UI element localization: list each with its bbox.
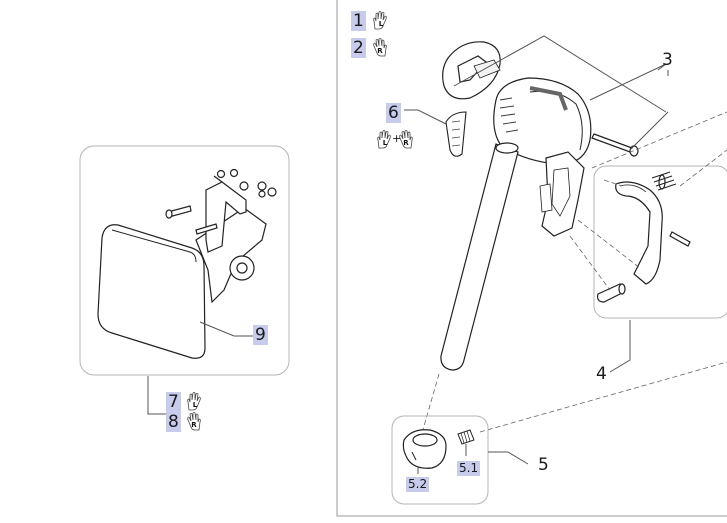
- callout-7: 7: [166, 392, 181, 412]
- main-frame: [336, 0, 727, 517]
- leader-5: [488, 451, 529, 465]
- part5-panel: [391, 415, 489, 505]
- callout-1: 1: [351, 11, 366, 31]
- left-hand-icon: L: [187, 392, 201, 411]
- knob-drawing: [402, 429, 447, 469]
- left-hand-icon: L: [373, 11, 387, 30]
- right-hand-icon: R: [187, 412, 201, 431]
- callout-2: 2: [351, 38, 366, 58]
- svg-text:R: R: [377, 47, 383, 55]
- plus-sign: +: [392, 132, 402, 145]
- dashed-lines: [419, 111, 727, 441]
- callout-5-1: 5.1: [457, 461, 481, 476]
- headrest-panel: [79, 145, 290, 376]
- leader-lines-upper: [404, 35, 669, 151]
- bracket-7-8: [147, 376, 166, 415]
- left-hand-icon: L: [377, 130, 391, 149]
- leader-9: [199, 321, 255, 337]
- right-hand-icon: R: [399, 130, 413, 149]
- lever-drawing: [597, 171, 691, 303]
- svg-text:L: L: [379, 20, 384, 28]
- headrest-drawing: [97, 168, 277, 359]
- callout-5-2: 5.2: [406, 477, 430, 492]
- right-hand-icon: R: [373, 38, 387, 57]
- svg-text:L: L: [383, 139, 388, 147]
- svg-text:R: R: [403, 139, 409, 147]
- callout-8: 8: [166, 412, 181, 432]
- svg-text:L: L: [193, 401, 198, 409]
- callout-5: 5: [538, 455, 549, 475]
- callout-3: 3: [662, 50, 673, 70]
- callout-6: 6: [386, 103, 401, 123]
- grub-screw-drawing: [457, 429, 475, 445]
- callout-9: 9: [253, 325, 268, 345]
- callout-4: 4: [596, 364, 607, 384]
- leader-4: [609, 320, 631, 373]
- part4-panel: [593, 165, 727, 319]
- svg-text:R: R: [191, 421, 197, 429]
- cover-strip: [445, 111, 467, 157]
